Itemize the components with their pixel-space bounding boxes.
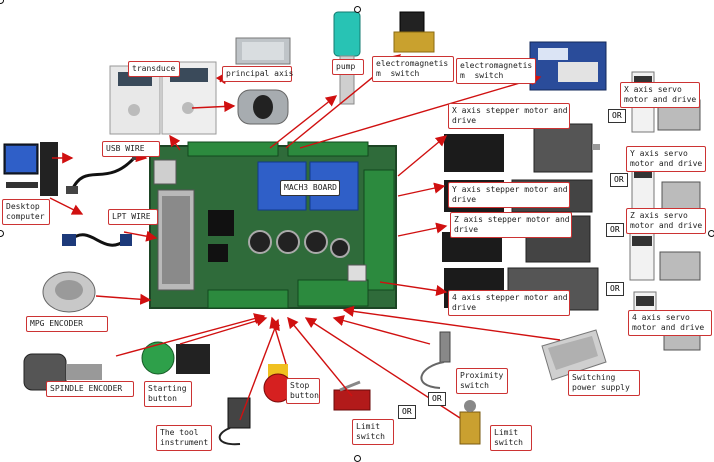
switching-power-supply-label: Switching power supply <box>568 370 640 396</box>
4-axis-servo-label: 4 axis servo motor and drive <box>628 310 712 336</box>
or-badge: OR <box>428 392 446 406</box>
usb-wire-label: USB WIRE <box>102 141 160 157</box>
mach3-board-image <box>149 141 397 309</box>
electromagnetic-switch-label-1: electromagnetis m switch <box>372 56 454 82</box>
handle-dot <box>354 6 361 13</box>
lpt-wire-label: LPT WIRE <box>108 209 158 225</box>
principal-axis-label: principal axis <box>222 66 293 82</box>
or-badge: OR <box>610 173 628 187</box>
proximity-switch-image <box>420 331 451 389</box>
desktop-computer-label: Desktop computer <box>2 199 50 225</box>
limit-switch-label-1: Limit switch <box>352 419 394 445</box>
handle-dot <box>0 0 4 4</box>
z-servo-label: Z axis servo motor and drive <box>626 208 706 234</box>
x-servo-label: X axis servo motor and drive <box>620 82 700 108</box>
y-servo-label: Y axis servo motor and drive <box>626 146 706 172</box>
mpg-encoder-image <box>42 271 96 313</box>
pump-image <box>333 11 361 105</box>
y-servo-image <box>631 163 701 215</box>
limit-switch-label-2: Limit switch <box>490 425 532 451</box>
proximity-switch-label: Proximity switch <box>456 368 508 394</box>
spindle-encoder-label: SPINDLE ENCODER <box>46 381 134 397</box>
y-stepper-label: Y axis stepper motor and drive <box>448 182 570 208</box>
limit-switch-image-2 <box>459 400 481 445</box>
pump-label: pump <box>332 59 364 75</box>
tool-instrument-image <box>218 397 251 446</box>
or-badge: OR <box>606 223 624 237</box>
handle-dot <box>708 230 714 237</box>
desktop-computer-image <box>3 142 58 196</box>
4-axis-stepper-label: 4 axis stepper motor and drive <box>448 290 570 316</box>
mpg-encoder-label: MPG ENCODER <box>26 316 108 332</box>
z-stepper-label: Z axis stepper motor and drive <box>450 212 572 238</box>
starting-button-label: Starting button <box>144 381 192 407</box>
starting-button-image <box>141 341 210 375</box>
x-stepper-label: X axis stepper motor and drive <box>448 103 570 129</box>
or-badge: OR <box>608 109 626 123</box>
limit-switch-image-1 <box>333 380 371 411</box>
stop-button-label: Stop button <box>286 378 320 404</box>
or-badge: OR <box>398 405 416 419</box>
or-badge: OR <box>606 282 624 296</box>
power-supply-image <box>541 329 607 381</box>
transduce-label: transduce <box>128 61 180 77</box>
electromagnetic-switch-label-2: electromagnetis m switch <box>456 58 536 84</box>
lpt-cable-image <box>62 233 132 247</box>
principal-axis-image <box>235 37 291 125</box>
handle-dot <box>354 455 361 462</box>
handle-dot <box>0 230 4 237</box>
electromagnetic-switch-image <box>529 41 607 91</box>
z-servo-image <box>629 231 701 281</box>
mach3-board-label: MACH3 BOARD <box>280 180 340 196</box>
solenoid-valve-image <box>393 11 435 53</box>
transducer-image <box>109 61 217 135</box>
tool-instrument-label: The tool instrument <box>156 425 212 451</box>
